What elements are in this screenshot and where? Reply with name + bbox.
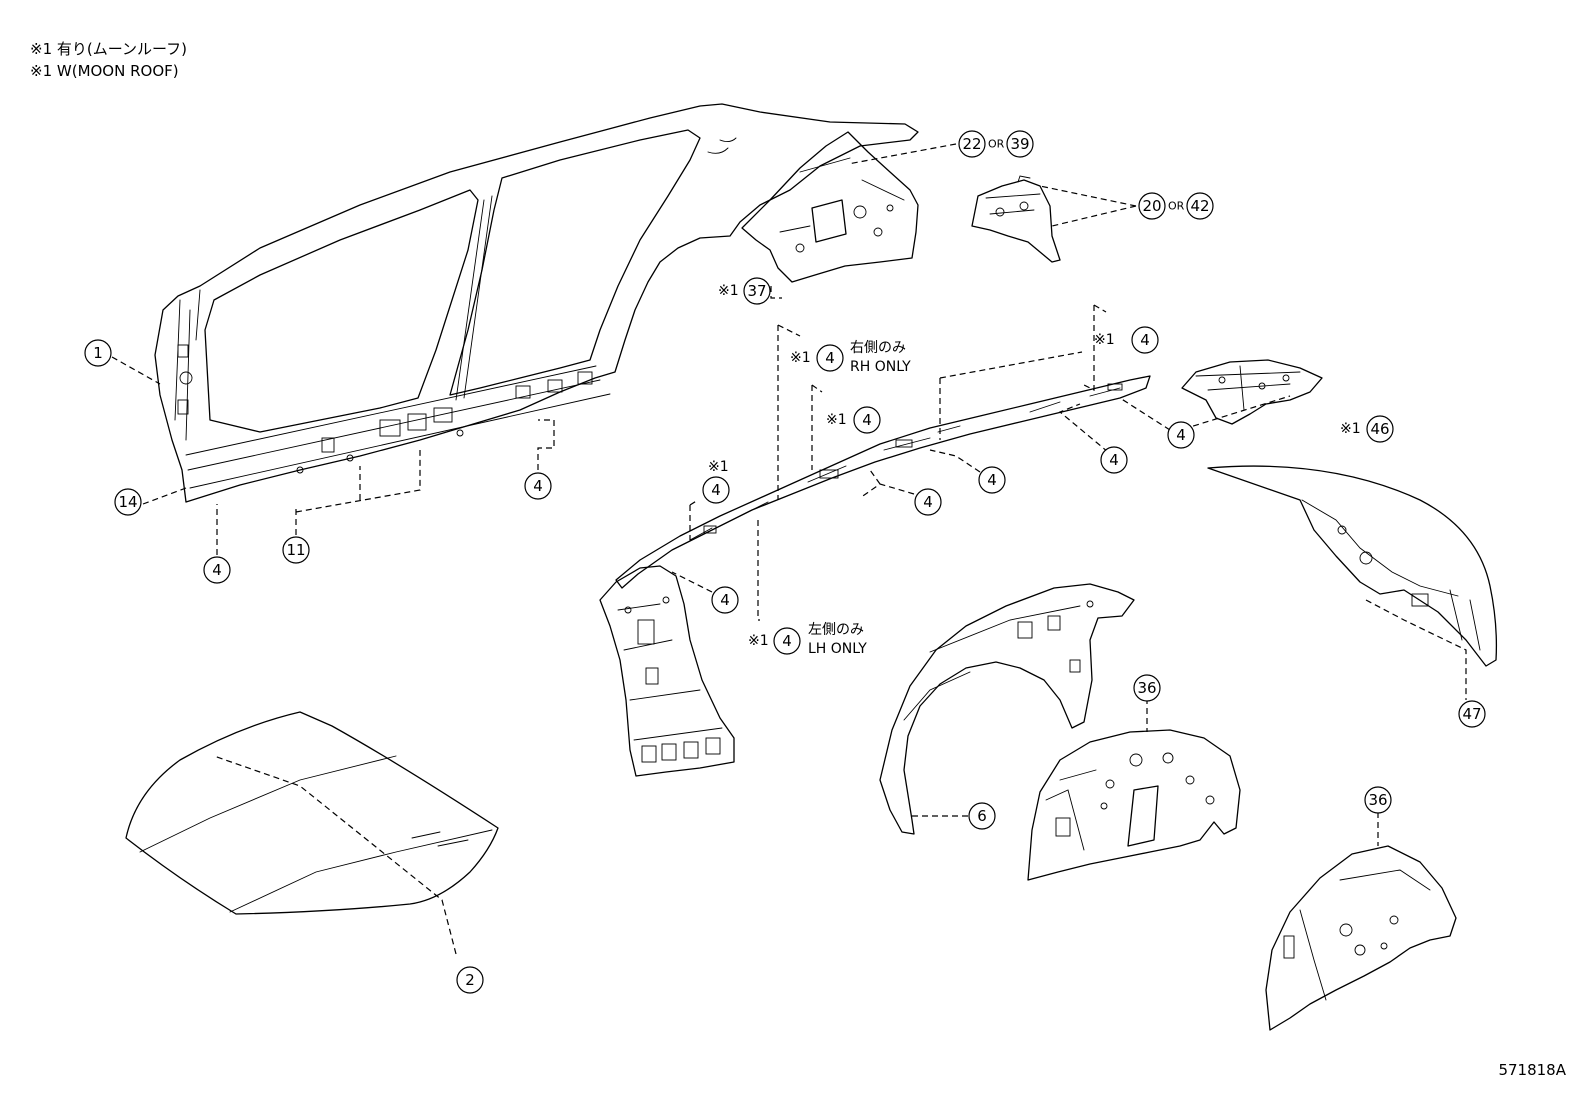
callout-4-pillar: 4: [711, 586, 739, 614]
note-mark-46: ※1: [1340, 421, 1361, 437]
callout-14: 14: [114, 488, 142, 516]
note-mark-4-rh: ※1: [790, 350, 811, 366]
svg-text:42: 42: [1190, 197, 1209, 215]
callout-6: 6: [968, 802, 996, 830]
svg-text:4: 4: [862, 411, 872, 429]
svg-text:4: 4: [923, 493, 933, 511]
callout-4-rail-rear: 4: [1167, 421, 1195, 449]
note-mark-4-lh: ※1: [748, 633, 769, 649]
callout-47: 47: [1458, 700, 1486, 728]
svg-text:2: 2: [465, 971, 475, 989]
svg-text:4: 4: [720, 591, 730, 609]
callout-1: 1: [84, 339, 112, 367]
callout-4-rocker: 4: [203, 556, 231, 584]
body-side-outer-panel: [154, 103, 919, 503]
svg-text:4: 4: [212, 561, 222, 579]
callout-37: 37: [743, 277, 771, 305]
diagram-id: 571818A: [1498, 1061, 1566, 1079]
callout-4-rail-c: 4: [978, 466, 1006, 494]
leader-lines: [111, 143, 1467, 955]
callout-4-rail-d: 4: [914, 488, 942, 516]
quarter-inner-upper-panel: [741, 131, 919, 283]
note-mark-4-mid: ※1: [826, 412, 847, 428]
callout-42: 42: [1186, 192, 1214, 220]
callout-4-lh: 4: [773, 627, 801, 655]
rear-wheel-house-inner-lower: [1265, 845, 1457, 1031]
callout-4-roof: 4: [1131, 326, 1159, 354]
note-mark-4-front: ※1: [708, 459, 729, 475]
callout-36-lower: 36: [1364, 786, 1392, 814]
callout-4-mid: 4: [853, 406, 881, 434]
callout-11: 11: [282, 536, 310, 564]
callout-39: 39: [1006, 130, 1034, 158]
note-moon-roof-en: ※1 W(MOON ROOF): [30, 62, 179, 80]
svg-text:20: 20: [1142, 197, 1161, 215]
callout-2: 2: [456, 966, 484, 994]
label-lh-only-en: LH ONLY: [808, 641, 867, 657]
hood-panel: [125, 711, 499, 915]
note-mark-4-roof: ※1: [1094, 332, 1115, 348]
or-label-22-39: OR: [988, 138, 1005, 151]
svg-text:4: 4: [533, 477, 543, 495]
callout-20: 20: [1138, 192, 1166, 220]
svg-text:22: 22: [962, 135, 981, 153]
svg-text:47: 47: [1462, 705, 1481, 723]
rear-wheel-house-inner: [1027, 729, 1241, 881]
callout-4-rh: 4: [816, 344, 844, 372]
callout-4-rail-b: 4: [1100, 446, 1128, 474]
note-moon-roof-jp: ※1 有り(ムーンルーフ): [30, 40, 187, 58]
svg-text:11: 11: [286, 541, 305, 559]
quarter-bracket: [971, 175, 1061, 263]
callout-22: 22: [958, 130, 986, 158]
front-pillar-inner-panel: [599, 565, 735, 777]
or-label-20-42: OR: [1168, 200, 1185, 213]
luggage-compartment-door: [1207, 465, 1498, 667]
callout-36-upper: 36: [1133, 674, 1161, 702]
svg-text:4: 4: [987, 471, 997, 489]
svg-text:4: 4: [825, 349, 835, 367]
svg-text:14: 14: [118, 493, 137, 511]
callout-4-front: 4: [702, 476, 730, 504]
label-rh-only-en: RH ONLY: [850, 359, 911, 375]
svg-text:39: 39: [1010, 135, 1029, 153]
svg-text:4: 4: [1140, 331, 1150, 349]
svg-text:4: 4: [711, 481, 721, 499]
svg-text:37: 37: [747, 282, 766, 300]
label-lh-only-jp: 左側のみ: [808, 622, 864, 638]
rear-reinforcement: [1181, 359, 1323, 425]
svg-text:36: 36: [1137, 679, 1156, 697]
label-rh-only-jp: 右側のみ: [850, 340, 906, 356]
svg-text:4: 4: [1109, 451, 1119, 469]
callout-46: 46: [1366, 415, 1394, 443]
callout-4-sill: 4: [524, 472, 552, 500]
svg-text:1: 1: [93, 344, 103, 362]
svg-text:4: 4: [782, 632, 792, 650]
roof-side-rail-reinforcements: [615, 375, 1151, 589]
svg-text:36: 36: [1368, 791, 1387, 809]
note-mark-37: ※1: [718, 283, 739, 299]
svg-text:4: 4: [1176, 426, 1186, 444]
rear-wheel-housing-outer: [879, 583, 1135, 835]
svg-text:46: 46: [1370, 420, 1389, 438]
svg-text:6: 6: [977, 807, 987, 825]
